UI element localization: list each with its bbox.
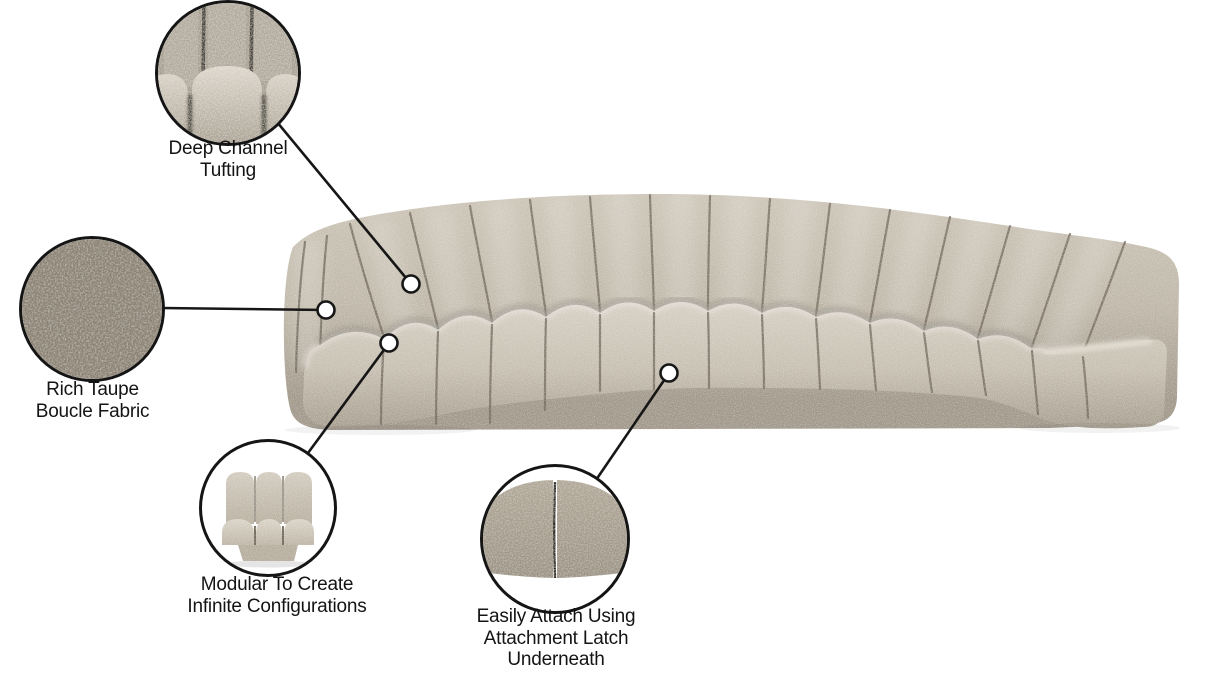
callout-line-tufting: [275, 121, 413, 285]
fabric-swatch-inset: [19, 236, 165, 382]
callout-line-attach: [594, 372, 671, 481]
back-channel-seams: [294, 193, 1127, 374]
attach-label-line2: Attachment Latch: [483, 627, 629, 649]
callout-dot-attach: [659, 363, 679, 383]
tufting-label-line2: Tufting: [200, 159, 256, 181]
callout-dots: [316, 274, 679, 383]
right-end-top-highlight: [1043, 338, 1153, 356]
sofa-seat: [303, 302, 1167, 429]
ground-shadow-right: [1020, 423, 1180, 433]
modular-label: Modular To Create Infinite Configuration…: [152, 574, 402, 617]
attach-label-line1: Easily Attach Using: [476, 606, 636, 627]
callout-dot-tufting: [401, 274, 421, 294]
callout-line-fabric: [161, 306, 327, 312]
modular-label-line1: Modular To Create: [200, 574, 354, 595]
ground-shadow-left: [285, 425, 475, 435]
tufting-closeup-image: [158, 3, 298, 143]
attachment-seam-inset: [480, 464, 630, 614]
modular-label-line2: Infinite Configurations: [187, 595, 367, 617]
fabric-swatch-image: [22, 239, 162, 379]
attach-label: Easily Attach Using Attachment Latch Und…: [446, 606, 666, 671]
sofa: [283, 186, 1179, 430]
seat-channel-seams: [379, 311, 1090, 426]
seat-top-highlight: [304, 300, 1151, 369]
back-channel-highlights: [292, 186, 1114, 370]
fabric-label-line1: Rich Taupe: [46, 379, 139, 400]
attachment-seam-image: [483, 480, 627, 579]
tufting-label: Deep Channel Tufting: [128, 138, 328, 181]
callout-dot-fabric: [316, 300, 336, 320]
callout-lines: [161, 121, 671, 481]
fabric-label: Rich Taupe Boucle Fabric: [0, 379, 185, 422]
tufting-label-line1: Deep Channel: [168, 138, 288, 159]
modular-chair-inset: [199, 439, 337, 577]
tufting-closeup-inset: [155, 0, 301, 146]
fabric-label-line2: Boucle Fabric: [35, 400, 150, 422]
attach-label-line3: Underneath: [507, 649, 605, 670]
callout-dot-modular: [379, 333, 399, 353]
modular-chair-image: [222, 472, 314, 568]
callout-line-modular: [306, 342, 391, 454]
